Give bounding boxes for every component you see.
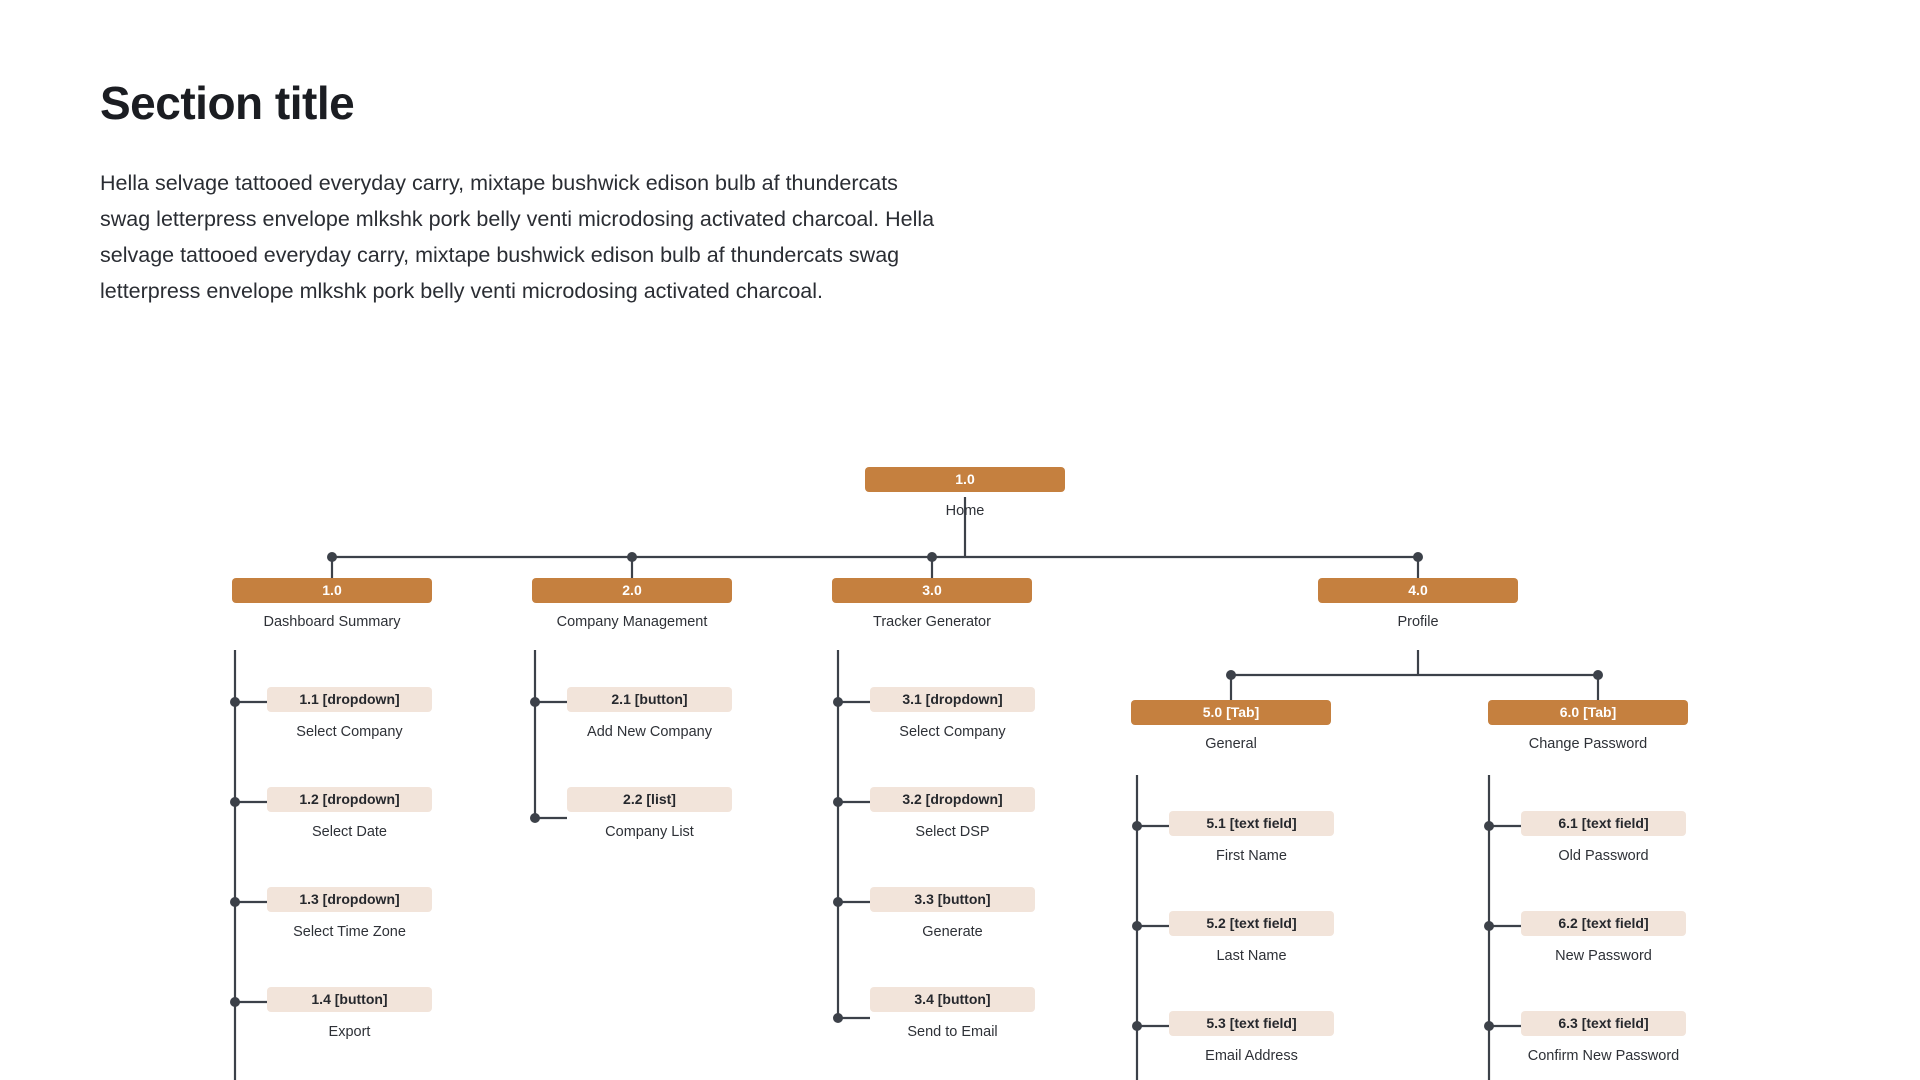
node-id: 1.1 [dropdown] (267, 687, 432, 712)
node-label: Last Name (1216, 948, 1287, 964)
node-send-to-email[interactable]: 3.4 [button] Send to Email (870, 987, 1035, 1040)
node-id: 6.1 [text field] (1521, 811, 1686, 836)
node-email-address[interactable]: 5.3 [text field] Email Address (1169, 1011, 1334, 1064)
node-company-management[interactable]: 2.0 Company Management (532, 578, 732, 630)
node-label: Confirm New Password (1527, 1048, 1680, 1064)
node-id: 3.4 [button] (870, 987, 1035, 1012)
node-label: New Password (1555, 948, 1652, 964)
node-id: 1.0 (232, 578, 432, 603)
node-export[interactable]: 1.4 [button] Export (267, 987, 432, 1040)
node-id: 1.3 [dropdown] (267, 887, 432, 912)
node-label: General (1205, 736, 1257, 752)
node-generate[interactable]: 3.3 [button] Generate (870, 887, 1035, 940)
node-label: Select Company (296, 724, 403, 740)
node-last-name[interactable]: 5.2 [text field] Last Name (1169, 911, 1334, 964)
node-label: Company List (605, 824, 694, 840)
node-label: Export (328, 1024, 371, 1040)
node-label: Home (945, 503, 985, 519)
node-label: Select Date (312, 824, 387, 840)
node-add-new-company[interactable]: 2.1 [button] Add New Company (567, 687, 732, 740)
node-label: Company Management (556, 614, 708, 630)
node-label: First Name (1216, 848, 1287, 864)
node-id: 3.2 [dropdown] (870, 787, 1035, 812)
node-label: Dashboard Summary (263, 614, 401, 630)
node-old-password[interactable]: 6.1 [text field] Old Password (1521, 811, 1686, 864)
node-label: Select Time Zone (293, 924, 406, 940)
node-id: 3.0 (832, 578, 1032, 603)
node-label: Generate (922, 924, 983, 940)
node-dashboard-summary[interactable]: 1.0 Dashboard Summary (232, 578, 432, 630)
node-label: Add New Company (587, 724, 712, 740)
page-title: Section title (100, 77, 355, 129)
node-label: Change Password (1528, 736, 1648, 752)
node-label: Select DSP (915, 824, 990, 840)
node-select-company-1-1[interactable]: 1.1 [dropdown] Select Company (267, 687, 432, 740)
node-id: 3.3 [button] (870, 887, 1035, 912)
node-id: 2.2 [list] (567, 787, 732, 812)
node-label: Email Address (1205, 1048, 1298, 1064)
tab-general[interactable]: 5.0 [Tab] General (1131, 700, 1331, 752)
node-id: 5.2 [text field] (1169, 911, 1334, 936)
node-id: 6.0 [Tab] (1488, 700, 1688, 725)
node-id: 3.1 [dropdown] (870, 687, 1035, 712)
node-id: 2.1 [button] (567, 687, 732, 712)
node-new-password[interactable]: 6.2 [text field] New Password (1521, 911, 1686, 964)
node-label: Old Password (1558, 848, 1649, 864)
node-id: 4.0 (1318, 578, 1518, 603)
node-label: Profile (1397, 614, 1439, 630)
node-select-dsp[interactable]: 3.2 [dropdown] Select DSP (870, 787, 1035, 840)
node-home[interactable]: 1.0 Home (865, 467, 1065, 519)
node-label: Tracker Generator (873, 614, 991, 630)
node-id: 5.0 [Tab] (1131, 700, 1331, 725)
section-header: Section title Hella selvage tattooed eve… (100, 78, 980, 309)
node-id: 1.4 [button] (267, 987, 432, 1012)
node-tracker-generator[interactable]: 3.0 Tracker Generator (832, 578, 1032, 630)
node-confirm-new-password[interactable]: 6.3 [text field] Confirm New Password (1521, 1011, 1686, 1064)
node-id: 1.0 (865, 467, 1065, 492)
node-profile[interactable]: 4.0 Profile (1318, 578, 1518, 630)
node-id: 2.0 (532, 578, 732, 603)
node-select-date[interactable]: 1.2 [dropdown] Select Date (267, 787, 432, 840)
node-id: 6.2 [text field] (1521, 911, 1686, 936)
section-description: Hella selvage tattooed everyday carry, m… (100, 170, 935, 303)
node-label: Send to Email (907, 1024, 998, 1040)
node-label: Select Company (899, 724, 1006, 740)
node-select-company-3-1[interactable]: 3.1 [dropdown] Select Company (870, 687, 1035, 740)
node-id: 6.3 [text field] (1521, 1011, 1686, 1036)
node-id: 5.1 [text field] (1169, 811, 1334, 836)
node-select-time-zone[interactable]: 1.3 [dropdown] Select Time Zone (267, 887, 432, 940)
node-id: 1.2 [dropdown] (267, 787, 432, 812)
tab-change-password[interactable]: 6.0 [Tab] Change Password (1488, 700, 1688, 752)
node-id: 5.3 [text field] (1169, 1011, 1334, 1036)
node-company-list[interactable]: 2.2 [list] Company List (567, 787, 732, 840)
node-first-name[interactable]: 5.1 [text field] First Name (1169, 811, 1334, 864)
